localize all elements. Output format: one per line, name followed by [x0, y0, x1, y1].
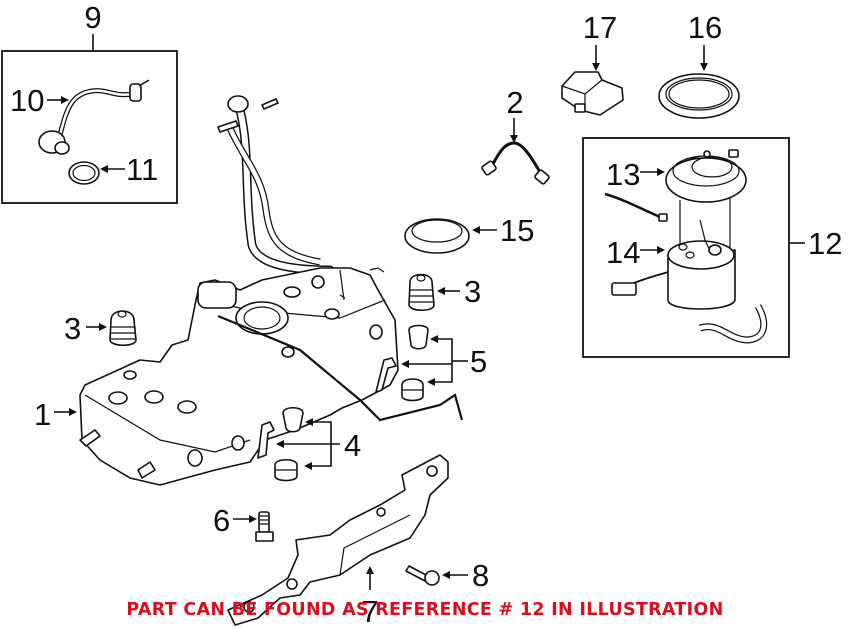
arrow-8-icon — [442, 571, 450, 579]
arrow-1-icon — [69, 408, 77, 416]
callout-12[interactable]: 12 — [808, 226, 842, 261]
arrow-13-icon — [657, 168, 665, 176]
seal-ring-inner — [72, 164, 96, 182]
callout-9[interactable]: 9 — [84, 0, 101, 35]
bolt-part-8[interactable] — [405, 565, 440, 586]
lock-ring-part-16[interactable] — [658, 73, 740, 119]
callout-7[interactable]: 7 — [361, 594, 378, 629]
arrow-5a-icon — [430, 335, 438, 343]
filler-neck-pipe[interactable] — [217, 95, 335, 275]
leader-5-bracket — [434, 338, 453, 383]
callout-10[interactable]: 10 — [10, 83, 44, 118]
front-bracket-part-4[interactable] — [257, 406, 304, 482]
gasket-part-15[interactable] — [404, 218, 470, 254]
callout-6[interactable]: 6 — [213, 503, 230, 538]
callout-11[interactable]: 11 — [126, 152, 158, 187]
pump-cover-part-13[interactable] — [665, 149, 747, 203]
arrow-5c-icon — [427, 378, 435, 386]
arrow-14-icon — [657, 246, 665, 254]
heat-shield-part-7[interactable] — [227, 454, 449, 626]
callout-3-left[interactable]: 3 — [64, 311, 81, 346]
callout-15[interactable]: 15 — [500, 213, 534, 248]
callout-13[interactable]: 13 — [606, 157, 640, 192]
arrow-7-icon — [366, 566, 374, 574]
inset-box-12: 12 13 14 — [582, 137, 842, 358]
callout-1[interactable]: 1 — [34, 397, 51, 432]
arrow-4a-icon — [305, 418, 313, 426]
arrow-5b-icon — [401, 360, 409, 368]
callout-16[interactable]: 16 — [688, 10, 722, 45]
vent-hose-part-10[interactable] — [38, 79, 150, 155]
callout-8[interactable]: 8 — [472, 558, 489, 593]
bump-stop-part-3-right[interactable] — [408, 273, 435, 312]
arrow-17-icon — [592, 63, 600, 71]
callout-4[interactable]: 4 — [344, 428, 361, 463]
arrow-11-icon — [100, 165, 108, 173]
rear-bracket-part-5[interactable] — [375, 324, 429, 402]
arrow-6-icon — [249, 515, 257, 523]
arrow-3-right-icon — [437, 287, 445, 295]
arrow-15-icon — [472, 226, 480, 234]
callout-2[interactable]: 2 — [506, 85, 523, 120]
bump-stop-part-3-left[interactable] — [109, 310, 137, 347]
fuel-tank-part-1[interactable] — [79, 267, 464, 486]
arrow-10-icon — [61, 96, 69, 104]
arrow-4c-icon — [304, 462, 312, 470]
callout-5[interactable]: 5 — [470, 344, 487, 379]
control-module-part-17[interactable] — [561, 71, 624, 116]
arrow-2-icon — [510, 135, 518, 143]
callout-17[interactable]: 17 — [583, 10, 617, 45]
reference-notice: PART CAN BE FOUND AS REFERENCE # 12 IN I… — [126, 600, 724, 620]
arrow-3-left-icon — [99, 323, 107, 331]
inset-frame-9 — [1, 50, 178, 204]
inset-box-9: 9 10 11 — [1, 0, 178, 204]
wiring-harness-part-2[interactable] — [481, 141, 550, 185]
arrow-16-icon — [700, 63, 708, 71]
fuel-pump-module-part-12[interactable] — [667, 195, 736, 310]
bolt-part-6[interactable] — [255, 511, 274, 542]
inset-frame-12 — [582, 137, 790, 358]
callout-3-right[interactable]: 3 — [464, 274, 481, 309]
arrow-4b-icon — [276, 440, 284, 448]
callout-14[interactable]: 14 — [606, 235, 640, 270]
